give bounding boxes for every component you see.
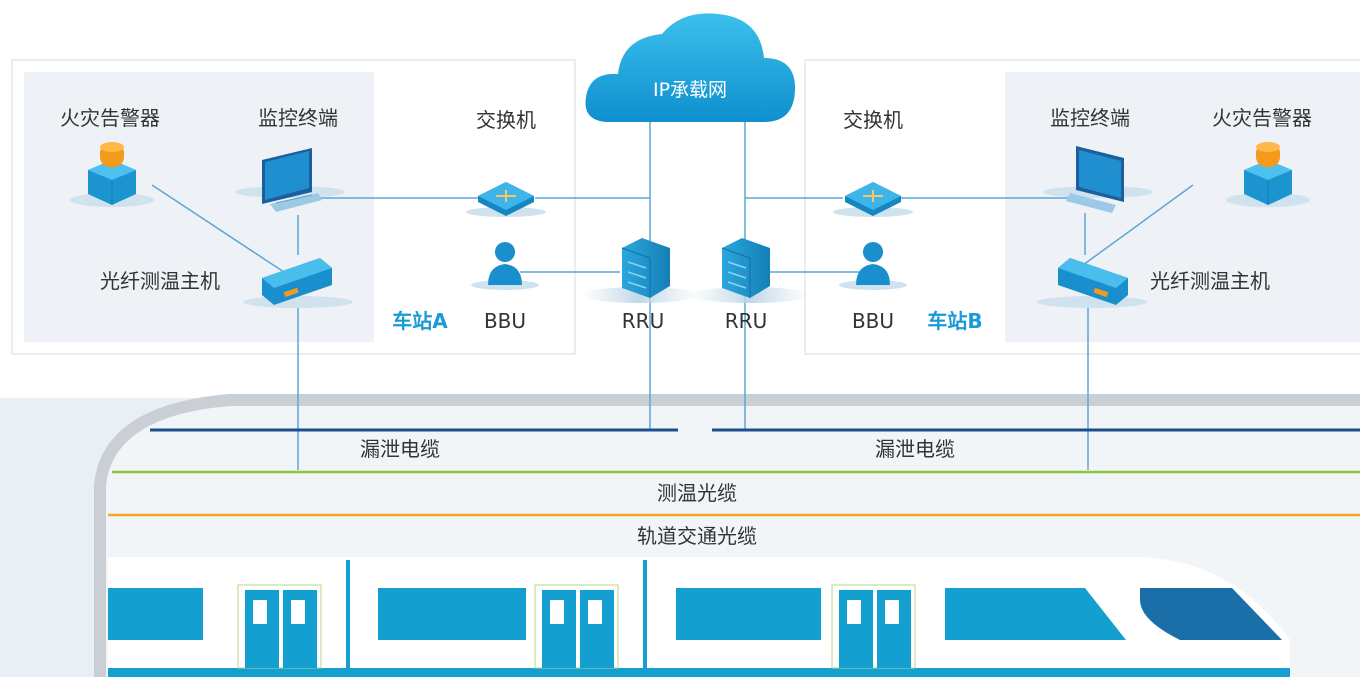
fire-alarm-icon [1226,142,1310,207]
switch-label-a: 交换机 [476,108,536,132]
fire-alarm-label-a: 火灾告警器 [60,106,160,130]
transit-fiber-label: 轨道交通光缆 [637,524,757,548]
host-icon [243,258,353,308]
monitor-icon [1043,146,1153,213]
switch-icon [833,182,913,217]
bbu-label-a: BBU [484,309,526,333]
host-icon [1037,258,1147,308]
bbu-icon [839,242,907,290]
rru-icon [690,238,810,303]
rru-label-b: RRU [725,309,767,333]
switch-icon [466,182,546,217]
rru-label-a: RRU [622,309,664,333]
rru-icon [580,238,700,303]
fire-alarm-label-b: 火灾告警器 [1212,106,1312,130]
train-door [534,584,619,669]
leaky-cable-label-right: 漏泄电缆 [875,437,955,461]
fire-alarm-icon [70,142,154,207]
host-label-b: 光纤测温主机 [1150,269,1270,293]
station-b-panel [804,59,1360,355]
monitor-icon [235,148,345,212]
cloud-label: IP承载网 [653,79,727,101]
train-illustration [108,557,1290,677]
switch-label-b: 交换机 [843,108,903,132]
station-b-name: 车站B [927,309,982,333]
bbu-label-b: BBU [852,309,894,333]
temp-fiber-label: 测温光缆 [657,481,737,505]
host-label-a: 光纤测温主机 [100,269,220,293]
train-door [831,584,916,669]
monitor-label-b: 监控终端 [1050,106,1130,130]
ip-cloud: IP承载网 [585,13,796,122]
train-door [237,584,322,669]
station-a-name: 车站A [392,309,448,333]
leaky-cable-label-left: 漏泄电缆 [360,437,440,461]
monitor-label-a: 监控终端 [258,106,338,130]
bbu-icon [471,242,539,290]
